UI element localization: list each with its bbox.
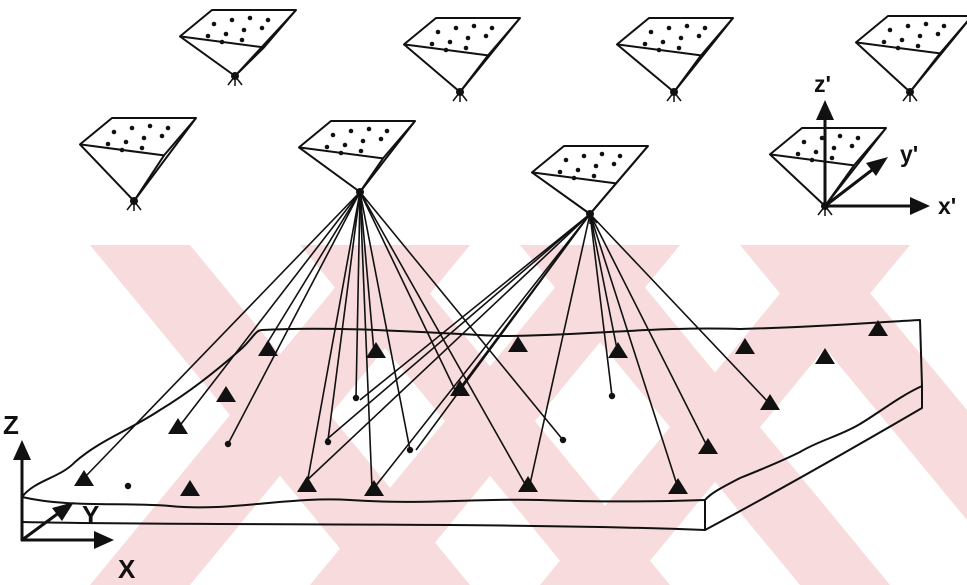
camera-2 (404, 18, 520, 102)
camera-7 (532, 146, 648, 224)
ground-axis-y-label: Y (82, 500, 99, 530)
tie-point (225, 441, 231, 447)
ground-axis-z-label: Z (3, 410, 19, 440)
camera-axis-z-label: z' (814, 71, 831, 97)
tie-point (407, 447, 413, 453)
camera-axis-x-label: x' (938, 193, 956, 219)
control-point-marker (74, 470, 94, 486)
tie-point (325, 439, 331, 445)
camera-6 (299, 121, 415, 202)
tie-point (125, 483, 131, 489)
camera-1 (180, 10, 296, 86)
camera-3 (617, 18, 733, 102)
camera-5 (80, 118, 196, 211)
tie-point (609, 393, 615, 399)
control-point-marker (168, 418, 188, 434)
tie-point (353, 395, 359, 401)
camera-axis-y-label: y' (900, 141, 918, 167)
camera-4 (856, 16, 967, 102)
camera-positions (80, 10, 967, 224)
tie-point (560, 437, 566, 443)
ground-axis-x-label: X (118, 554, 136, 584)
